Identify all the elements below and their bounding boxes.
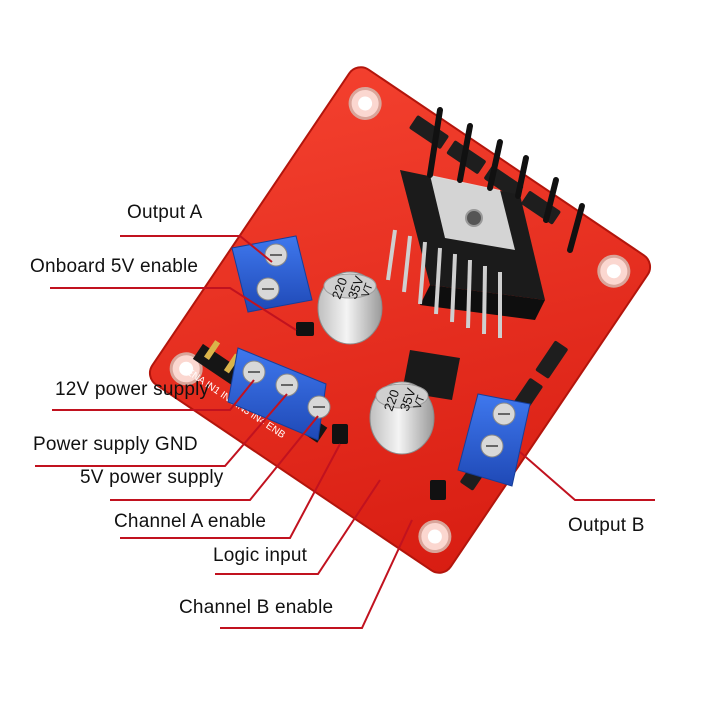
- capacitor-2-text-1: 220: [381, 388, 403, 414]
- leader-output-a: [120, 235, 273, 263]
- label-onboard-5v-enable: Onboard 5V enable: [30, 256, 199, 277]
- leader-logic: [215, 479, 381, 575]
- label-logic-input: Logic input: [213, 545, 308, 566]
- driver-ic-legs: [386, 229, 502, 338]
- label-channel-a-enable: Channel A enable: [114, 511, 267, 532]
- mounting-holes: [169, 86, 631, 554]
- capacitor-1: 220 35V VT: [317, 271, 383, 345]
- leader-onboard-5v: [50, 287, 297, 331]
- capacitor-2-text-3: VT: [412, 393, 428, 411]
- leader-channel-a: [120, 443, 341, 539]
- heatsink-fins: [427, 107, 585, 253]
- leader-gnd: [35, 393, 288, 467]
- capacitor-2: 220 35V VT: [369, 381, 435, 455]
- heatsink: [386, 107, 585, 338]
- terminal-output-a: [231, 235, 313, 313]
- label-5v-power-supply: 5V power supply: [80, 467, 224, 488]
- terminal-power: [227, 347, 331, 441]
- terminal-output-b: [457, 393, 531, 487]
- leader-output-b: [519, 451, 655, 501]
- leader-12v: [52, 379, 255, 411]
- jumpers: [296, 322, 446, 500]
- leader-channel-b: [220, 519, 413, 629]
- label-output-b: Output B: [568, 515, 645, 536]
- label-channel-b-enable: Channel B enable: [179, 597, 334, 618]
- capacitor-1-text-1: 220: [329, 276, 351, 302]
- label-power-supply-gnd: Power supply GND: [33, 434, 198, 455]
- label-12v-power-supply: 12V power supply: [55, 379, 210, 400]
- capacitor-1-text-3: VT: [360, 281, 376, 299]
- pcb-base: [148, 66, 652, 574]
- leader-lines: [35, 235, 655, 629]
- label-output-a: Output A: [127, 202, 203, 223]
- leader-5v: [110, 415, 319, 501]
